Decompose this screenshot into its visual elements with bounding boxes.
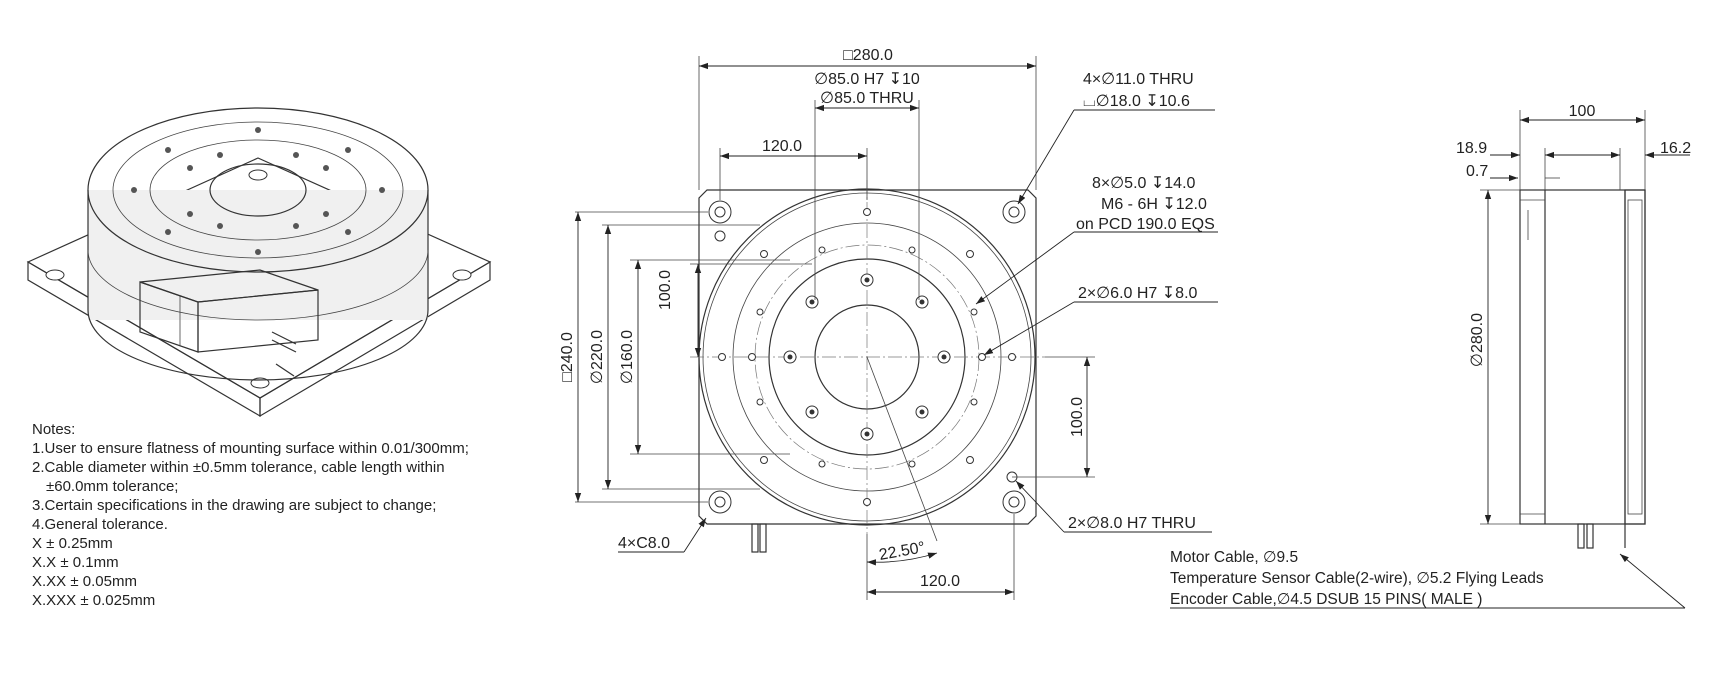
callout-4x-holes-line1: 4×∅11.0 THRU bbox=[1083, 71, 1194, 88]
callout-2x-h7: 2×∅6.0 H7 ↧8.0 bbox=[1078, 285, 1198, 302]
dim-dia-220: ∅220.0 bbox=[589, 330, 606, 384]
note-line: 2.Cable diameter within ±0.5mm tolerance… bbox=[32, 459, 445, 476]
callout-8x-holes-line2: M6 - 6H ↧12.0 bbox=[1101, 196, 1207, 213]
dim-dia-160: ∅160.0 bbox=[619, 330, 636, 384]
cable-label-motor: Motor Cable, ∅9.5 bbox=[1170, 549, 1298, 566]
dim-bore-thru: ∅85.0 THRU bbox=[820, 90, 914, 107]
note-line: 1.User to ensure flatness of mounting su… bbox=[32, 440, 469, 457]
note-line: X.X ± 0.1mm bbox=[32, 554, 119, 571]
note-line: X.XX ± 0.05mm bbox=[32, 573, 137, 590]
dim-side-16-2: 16.2 bbox=[1660, 140, 1691, 157]
note-line: X ± 0.25mm bbox=[32, 535, 113, 552]
cable-label-temperature: Temperature Sensor Cable(2-wire), ∅5.2 F… bbox=[1170, 570, 1544, 587]
dim-side-0-7: 0.7 bbox=[1466, 163, 1488, 180]
dim-vert-100-right: 100.0 bbox=[1069, 397, 1086, 437]
dim-chamfer: 4×C8.0 bbox=[618, 535, 670, 552]
notes-block: Notes: 1.User to ensure flatness of moun… bbox=[32, 421, 469, 609]
dim-sq-240: □240.0 bbox=[559, 332, 576, 382]
callout-4x-holes-line2: ⌴∅18.0 ↧10.6 bbox=[1083, 93, 1190, 110]
note-line: ±60.0mm tolerance; bbox=[46, 478, 178, 495]
front-view: □280.0 ∅85.0 H7 ↧10 ∅85.0 THRU 120.0 □24… bbox=[559, 47, 1218, 600]
isometric-view bbox=[26, 107, 492, 418]
dim-bore-h7: ∅85.0 H7 ↧10 bbox=[814, 71, 920, 88]
note-line: X.XXX ± 0.025mm bbox=[32, 592, 155, 609]
note-line: 4.General tolerance. bbox=[32, 516, 168, 533]
cable-label-encoder: Encoder Cable,∅4.5 DSUB 15 PINS( MALE ) bbox=[1170, 591, 1482, 608]
dim-bottom-120: 120.0 bbox=[920, 573, 960, 590]
dim-vert-100-left: 100.0 bbox=[657, 270, 674, 310]
notes-title: Notes: bbox=[32, 421, 75, 438]
callout-8x-holes-line1: 8×∅5.0 ↧14.0 bbox=[1092, 175, 1196, 192]
dim-side-dia-280: ∅280.0 bbox=[1469, 313, 1486, 367]
callout-2x-thru: 2×∅8.0 H7 THRU bbox=[1068, 515, 1196, 532]
note-line: 3.Certain specifications in the drawing … bbox=[32, 497, 436, 514]
callout-8x-holes-line3: on PCD 190.0 EQS bbox=[1076, 216, 1215, 233]
dim-width-280: □280.0 bbox=[843, 47, 893, 64]
dim-top-120: 120.0 bbox=[762, 138, 802, 155]
dim-side-100: 100 bbox=[1569, 103, 1596, 120]
side-view: ∅280.0 100 18.9 16.2 0.7 Motor Cable, ∅9… bbox=[1170, 103, 1691, 609]
dim-side-18-9: 18.9 bbox=[1456, 140, 1487, 157]
